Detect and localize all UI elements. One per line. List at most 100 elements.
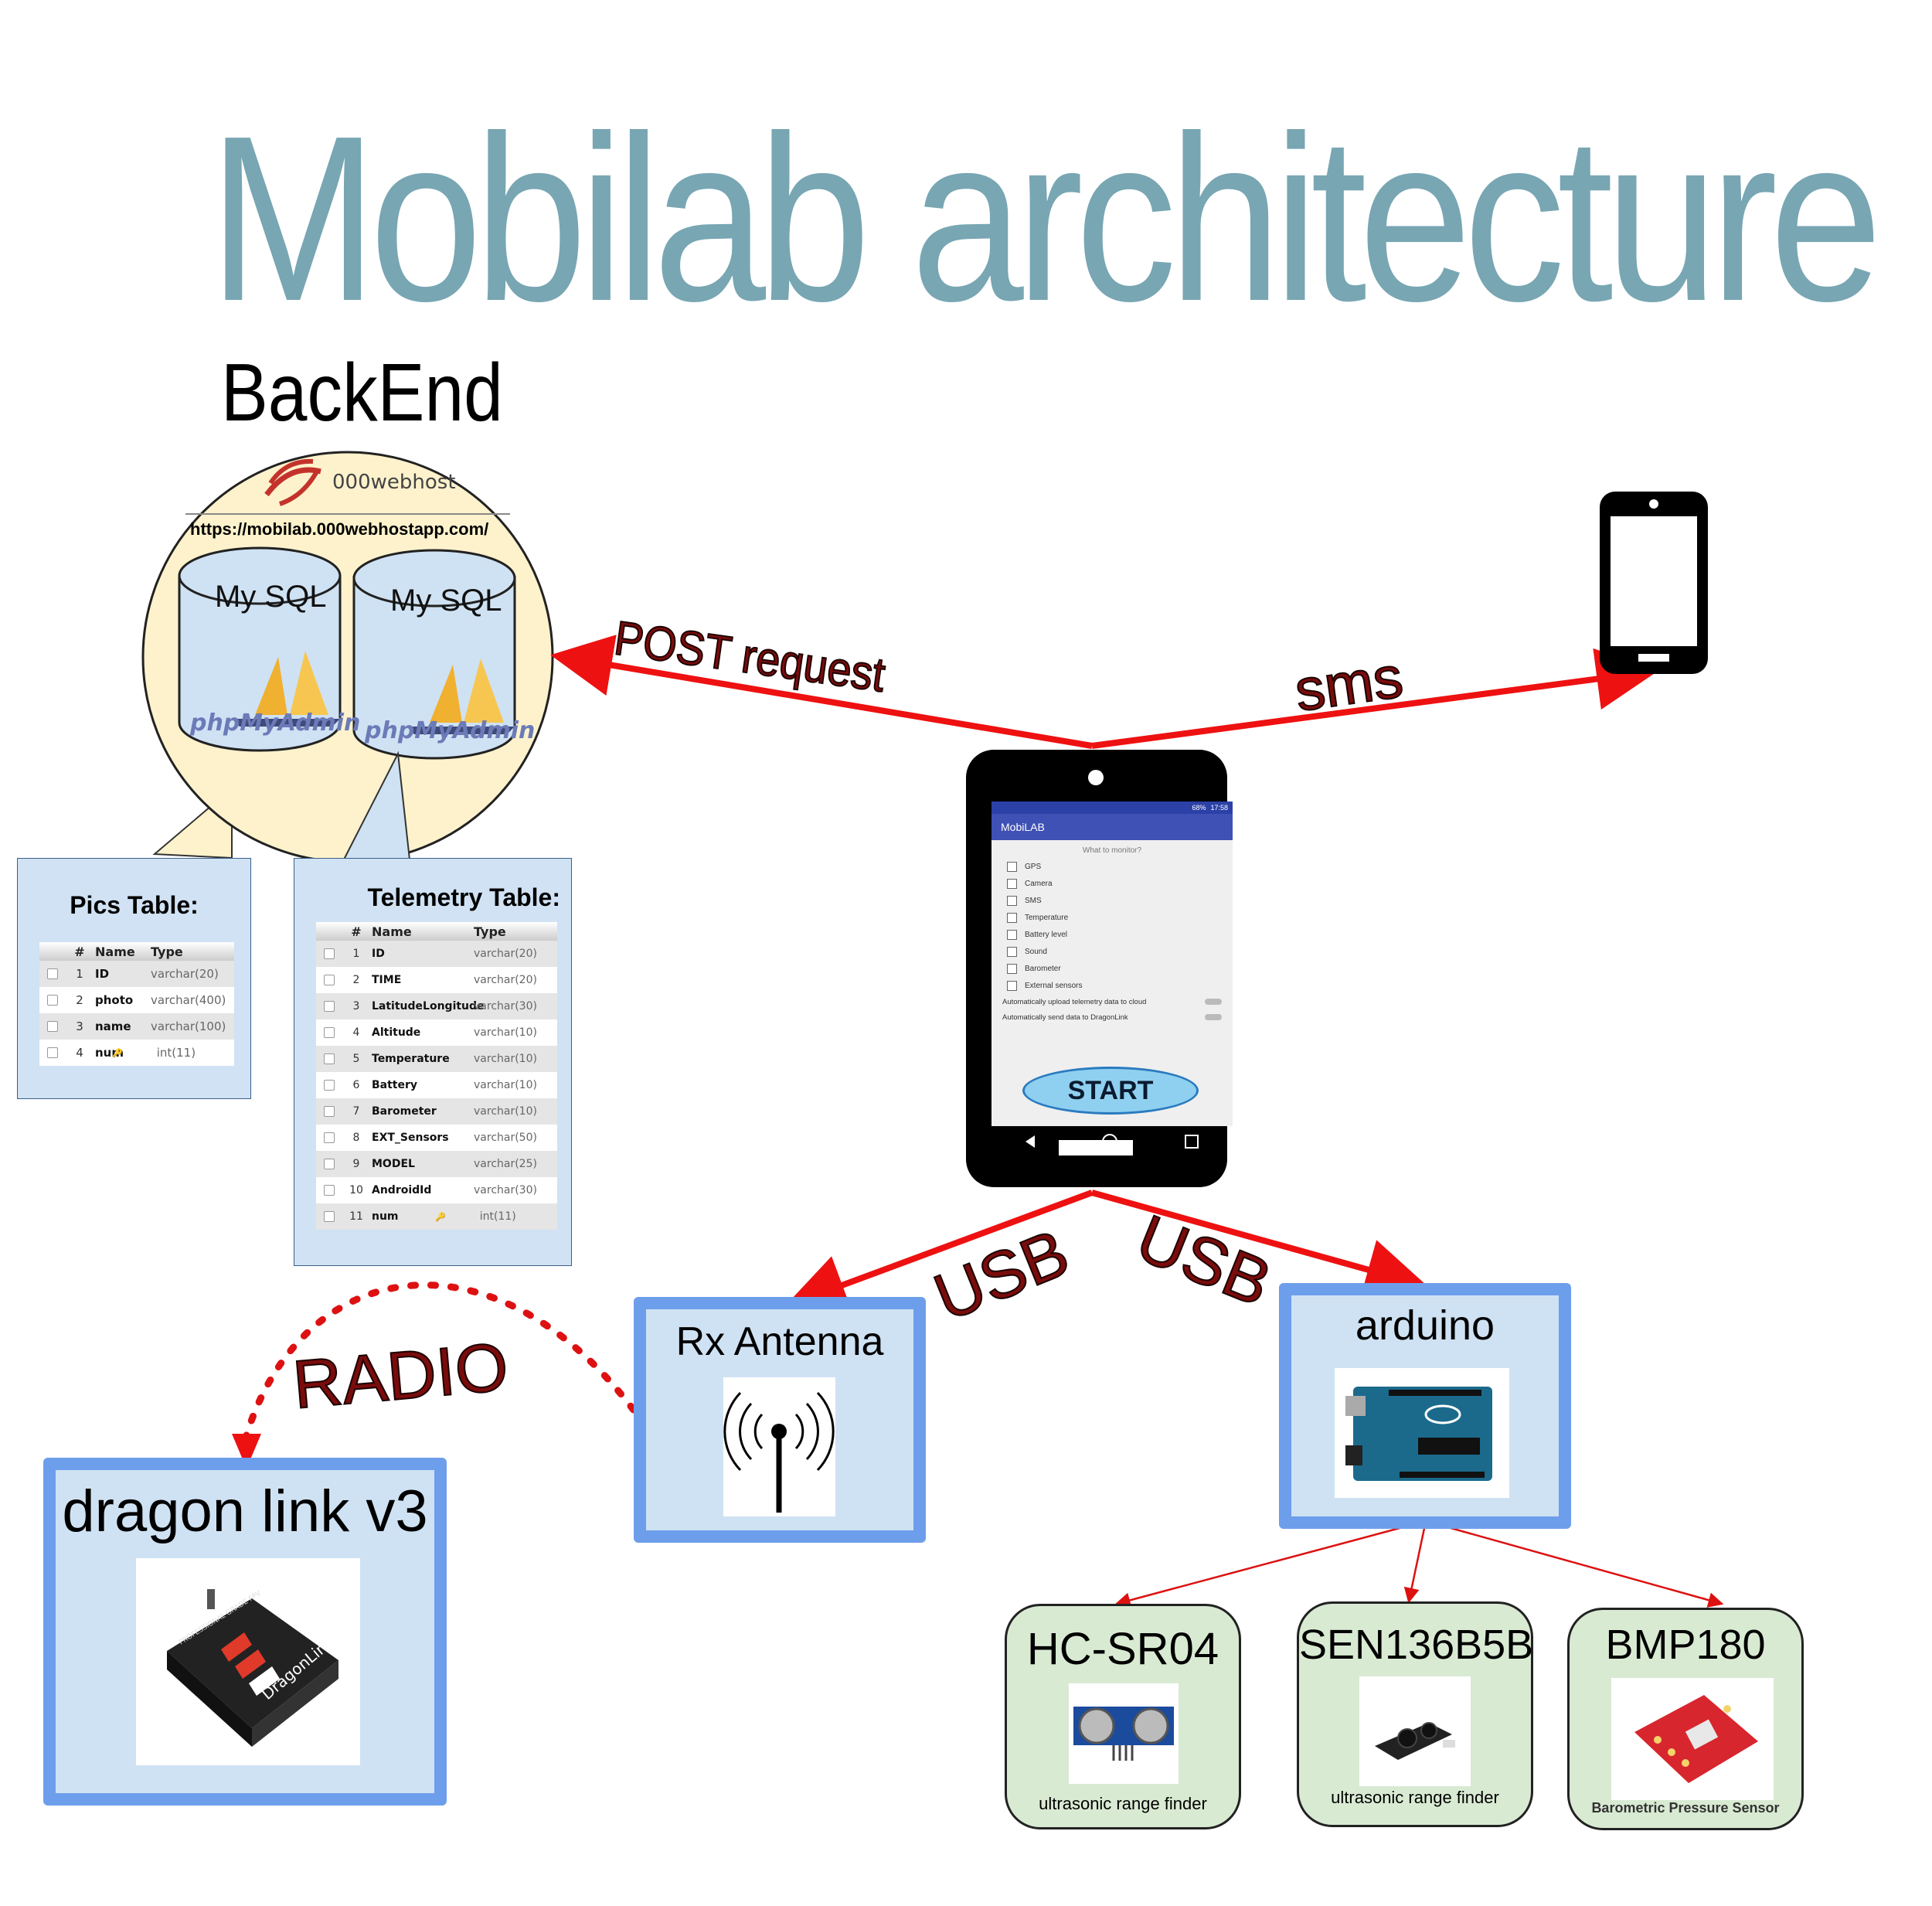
backend-heading: BackEnd [221, 347, 503, 438]
column-type: varchar(20) [474, 974, 537, 986]
row-checkbox[interactable] [47, 1021, 58, 1032]
sen136b5b-image [1359, 1676, 1471, 1786]
column-type: varchar(400) [151, 993, 226, 1007]
back-nav-icon[interactable] [1025, 1135, 1035, 1148]
column-header: # [74, 944, 85, 959]
column-name: num [372, 1210, 399, 1223]
option-checkbox[interactable] [1007, 980, 1017, 991]
host-brand: 000webhost [332, 471, 456, 494]
arrow-radio [232, 1281, 649, 1469]
db2-logo-text: phpMyAdmin [364, 717, 535, 744]
option-checkbox[interactable] [1007, 895, 1017, 906]
row-checkbox[interactable] [324, 975, 335, 985]
toggle-label: Automatically send data to DragonLink [1002, 1013, 1128, 1022]
arrow-post-request [550, 635, 1093, 749]
arrow-sms [1091, 648, 1658, 749]
key-icon: 🔑 [435, 1211, 446, 1222]
row-number: 11 [349, 1210, 363, 1223]
label-usb-right: USB [1127, 1201, 1281, 1321]
mysql-database-2 [352, 549, 516, 760]
option-label: SMS [1025, 896, 1042, 905]
column-type: varchar(30) [474, 1184, 537, 1196]
toggle-options: Automatically upload telemetry data to c… [992, 994, 1233, 1025]
column-name: photo [95, 993, 134, 1007]
label-radio: RADIO [290, 1328, 511, 1423]
sailboat-logo-icon [232, 651, 340, 727]
row-checkbox[interactable] [324, 1159, 335, 1169]
row-checkbox[interactable] [47, 995, 58, 1006]
row-checkbox[interactable] [324, 948, 335, 959]
status-battery: 68% [1192, 804, 1206, 812]
column-name: ID [95, 967, 110, 981]
option-label: Camera [1025, 879, 1053, 888]
column-type: int(11) [156, 1046, 196, 1060]
home-nav-icon[interactable] [1101, 1134, 1117, 1149]
arrow-usb-arduino [1090, 1190, 1428, 1300]
row-number: 6 [352, 1079, 360, 1091]
monitor-option: Battery level [992, 926, 1233, 943]
row-checkbox[interactable] [324, 1211, 335, 1222]
option-checkbox[interactable] [1007, 878, 1017, 889]
sensor-hc-sr04: HC-SR04 ultrasonic range finder [1005, 1604, 1241, 1829]
row-checkbox[interactable] [324, 1053, 335, 1064]
toggle-row: Automatically send data to DragonLink [992, 1009, 1233, 1025]
column-type: varchar(50) [474, 1132, 537, 1144]
option-label: GPS [1025, 862, 1042, 871]
column-name: Temperature [372, 1053, 450, 1065]
row-number: 2 [352, 974, 360, 986]
row-checkbox[interactable] [324, 1132, 335, 1143]
toggle-row: Automatically upload telemetry data to c… [992, 994, 1233, 1009]
column-name: TIME [372, 974, 402, 986]
key-icon: 🔑 [112, 1047, 123, 1058]
arduino-node: arduino [1279, 1283, 1571, 1529]
toggle-label: Automatically upload telemetry data to c… [1002, 997, 1147, 1006]
column-type: varchar(20) [151, 967, 219, 981]
column-name: LatitudeLongitude [372, 1000, 485, 1013]
toggle-switch[interactable] [1205, 1014, 1222, 1020]
option-checkbox[interactable] [1007, 963, 1017, 974]
option-label: Barometer [1025, 964, 1061, 973]
row-number: 3 [76, 1019, 83, 1033]
start-button[interactable]: START [1022, 1067, 1199, 1115]
option-checkbox[interactable] [1007, 929, 1017, 940]
sensor-caption: ultrasonic range finder [1331, 1788, 1499, 1807]
db1-logo-text: phpMyAdmin [189, 710, 360, 737]
row-checkbox[interactable] [324, 1106, 335, 1117]
row-checkbox[interactable] [47, 968, 58, 979]
sensor-name: HC-SR04 [1026, 1624, 1219, 1674]
phone-icon [1600, 492, 1708, 674]
option-checkbox[interactable] [1007, 912, 1017, 923]
row-checkbox[interactable] [324, 1185, 335, 1196]
recent-nav-icon[interactable] [1185, 1135, 1199, 1149]
option-label: Temperature [1025, 913, 1069, 922]
backend-server [141, 451, 554, 863]
row-number: 1 [76, 967, 83, 981]
row-checkbox[interactable] [324, 1080, 335, 1091]
column-name: Altitude [372, 1026, 421, 1039]
option-checkbox[interactable] [1007, 861, 1017, 872]
dragonlink-device-image: DragonLink PROFESSIONAL GRADE FPV [136, 1558, 360, 1765]
row-checkbox[interactable] [47, 1047, 58, 1058]
row-number: 8 [352, 1132, 360, 1144]
monitor-option: Sound [992, 943, 1233, 960]
option-checkbox[interactable] [1007, 946, 1017, 957]
row-checkbox[interactable] [324, 1001, 335, 1012]
toggle-switch[interactable] [1205, 999, 1222, 1005]
column-name: name [95, 1019, 131, 1033]
row-checkbox[interactable] [324, 1027, 335, 1038]
bmp180-image [1611, 1678, 1774, 1800]
row-number: 4 [76, 1046, 83, 1060]
rx-antenna-node: Rx Antenna [634, 1297, 926, 1543]
column-type: varchar(10) [474, 1053, 537, 1065]
sensor-caption: ultrasonic range finder [1039, 1794, 1207, 1813]
column-name: EXT_Sensors [372, 1132, 449, 1144]
